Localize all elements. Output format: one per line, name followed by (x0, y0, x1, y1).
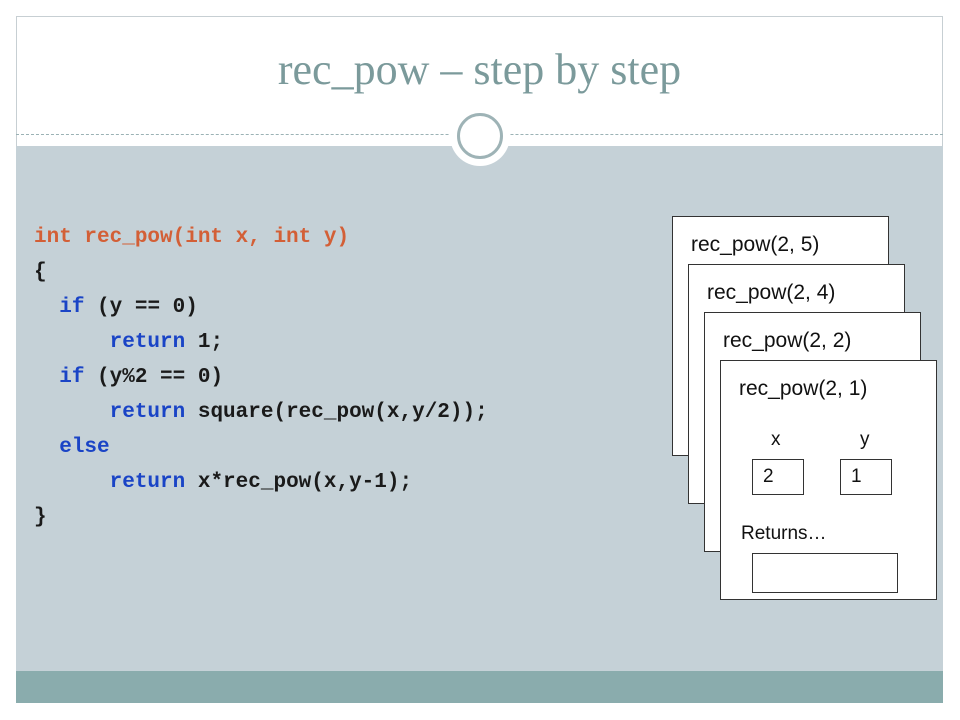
code-keyword: return (109, 471, 186, 494)
code-line: { (34, 255, 488, 290)
code-line: if (y == 0) (34, 290, 488, 325)
code-token: x*rec_pow(x,y-1); (185, 471, 413, 494)
code-line: } (34, 500, 488, 535)
code-keyword: if (59, 296, 85, 319)
code-signature: int rec_pow(int x, int y) (34, 226, 350, 249)
slide-title: rec_pow – step by step (277, 45, 682, 94)
code-token: (y == 0) (84, 296, 198, 319)
code-token (34, 331, 110, 354)
frame-label: rec_pow(2, 5) (691, 233, 820, 256)
frame-label: rec_pow(2, 4) (707, 281, 836, 304)
code-keyword: if (59, 366, 85, 389)
code-keyword: return (109, 401, 186, 424)
code-token (34, 436, 59, 459)
returns-value-box (752, 553, 898, 593)
code-token (34, 471, 110, 494)
code-line: return x*rec_pow(x,y-1); (34, 465, 488, 500)
code-keyword: return (109, 331, 186, 354)
var-x-value: 2 (752, 459, 804, 495)
divider-ring-icon (450, 106, 510, 166)
frame-label: rec_pow(2, 2) (723, 329, 852, 352)
code-token (34, 401, 110, 424)
code-block: int rec_pow(int x, int y) { if (y == 0) r… (34, 220, 488, 535)
code-keyword: else (59, 436, 110, 459)
code-token: (y%2 == 0) (84, 366, 224, 389)
code-token: } (34, 506, 47, 529)
code-token: square(rec_pow(x,y/2)); (185, 401, 488, 424)
ring-circle (457, 113, 503, 159)
var-x-label: x (771, 429, 781, 450)
code-line: int rec_pow(int x, int y) (34, 220, 488, 255)
frame-label: rec_pow(2, 1) (739, 377, 868, 400)
returns-label: Returns… (741, 523, 827, 544)
code-token: 1; (185, 331, 224, 354)
var-y-label: y (860, 429, 870, 450)
stack-frame-4: rec_pow(2, 1) x y 2 1 Returns… (720, 360, 937, 600)
code-token: { (34, 261, 47, 284)
code-line: else (34, 430, 488, 465)
code-line: if (y%2 == 0) (34, 360, 488, 395)
footer-bar (16, 671, 943, 703)
code-line: return 1; (34, 325, 488, 360)
code-token (34, 366, 59, 389)
var-y-value: 1 (840, 459, 892, 495)
code-token (34, 296, 59, 319)
code-line: return square(rec_pow(x,y/2)); (34, 395, 488, 430)
